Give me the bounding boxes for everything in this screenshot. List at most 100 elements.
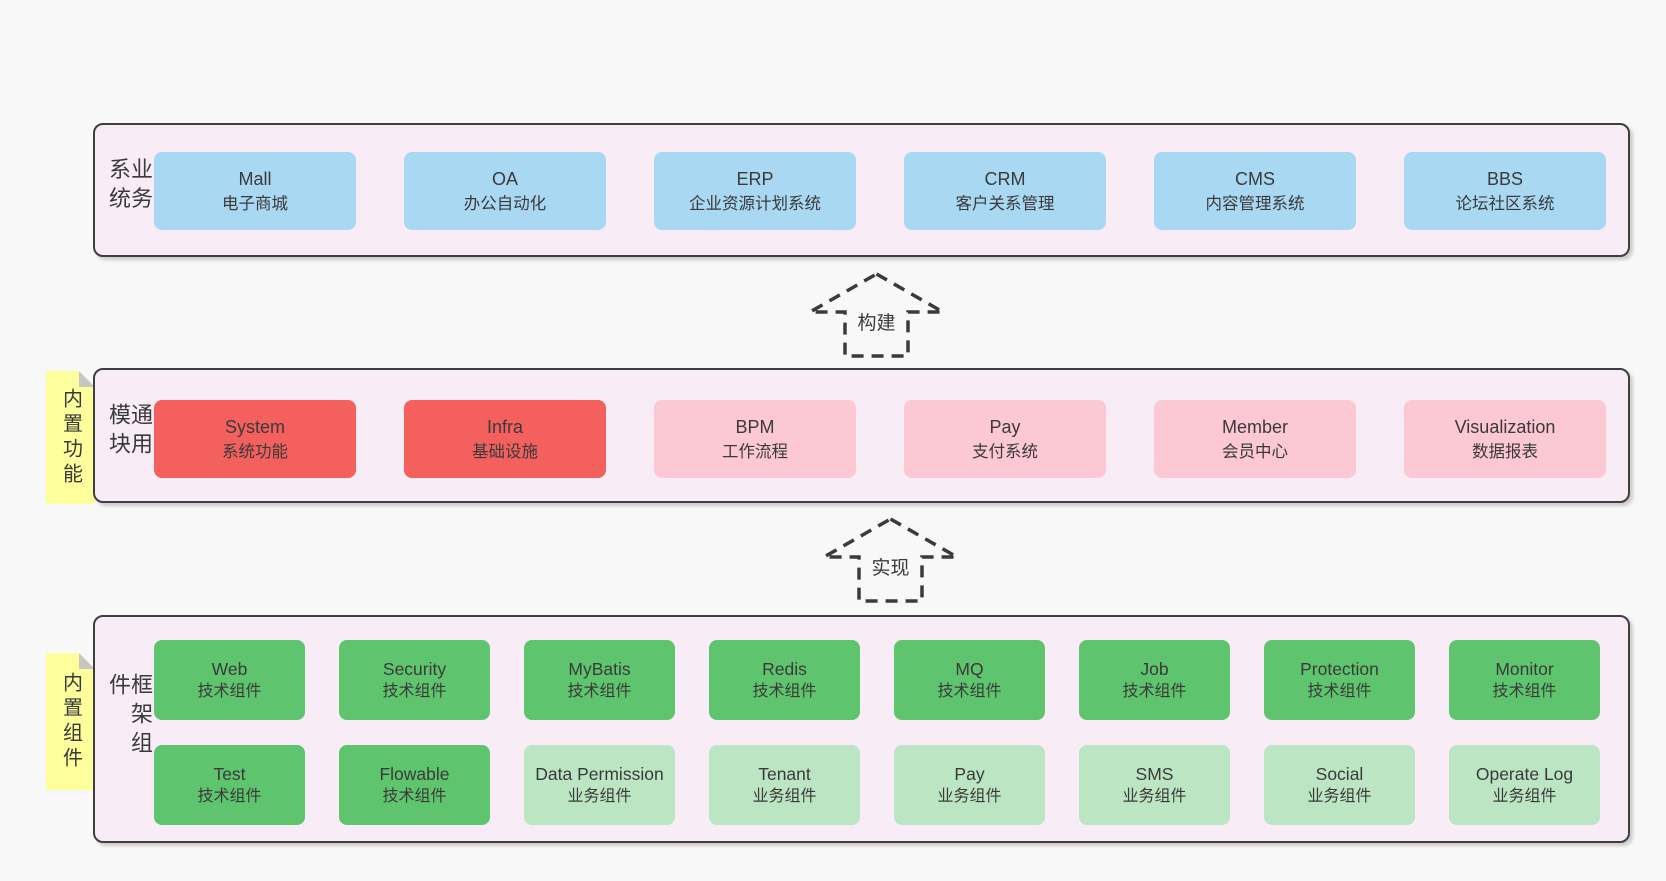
implement-arrow-label: 实现	[868, 553, 913, 580]
card-subtitle: 会员中心	[1222, 442, 1288, 461]
card-title: Member	[1221, 417, 1288, 438]
card-data-permission: Data Permission 业务组件	[524, 745, 675, 825]
card-title: Web	[211, 658, 248, 679]
build-arrow: 构建	[808, 272, 945, 358]
card-redis: Redis 技术组件	[709, 640, 860, 720]
card-title: Security	[382, 658, 447, 679]
card-sms: SMS 业务组件	[1079, 745, 1230, 825]
card-title: Test	[213, 763, 246, 784]
card-title: Mall	[238, 169, 272, 190]
sticky-note-label: 内置组件	[59, 671, 82, 772]
layer-common-modules: 通用模块 System 系统功能 Infra 基础设施 BPM 工作流程 Pay 支付系统 Me…	[93, 368, 1630, 503]
card-title: Pay	[954, 763, 985, 784]
implement-arrow: 实现	[822, 517, 959, 603]
card-title: MyBatis	[568, 658, 631, 679]
card-tenant: Tenant 业务组件	[709, 745, 860, 825]
sticky-note-label: 内置功能	[59, 387, 82, 488]
card-subtitle: 基础设施	[472, 442, 538, 461]
card-oa: OA 办公自动化	[404, 152, 606, 230]
card-title: Redis	[762, 658, 807, 679]
card-title: System	[224, 417, 285, 438]
card-title: Protection	[1300, 658, 1379, 679]
card-subtitle: 业务组件	[937, 787, 1002, 805]
card-subtitle: 业务组件	[752, 787, 817, 805]
card-mq: MQ 技术组件	[894, 640, 1045, 720]
business-systems-row: Mall 电子商城 OA 办公自动化 ERP 企业资源计划系统 CRM 客户关系管理 CMS 内容…	[154, 152, 1606, 230]
card-title: Infra	[486, 417, 524, 438]
card-subtitle: 企业资源计划系统	[689, 194, 821, 213]
card-subtitle: 论坛社区系统	[1455, 194, 1555, 213]
card-system: System 系统功能	[154, 400, 356, 478]
card-title: Flowable	[379, 763, 450, 784]
card-title: BPM	[735, 417, 775, 438]
card-subtitle: 技术组件	[197, 682, 262, 700]
card-security: Security 技术组件	[339, 640, 490, 720]
card-subtitle: 技术组件	[382, 682, 447, 700]
card-subtitle: 技术组件	[1122, 682, 1187, 700]
card-title: CMS	[1235, 169, 1275, 190]
card-pay: Pay 支付系统	[904, 400, 1106, 478]
card-subtitle: 业务组件	[1122, 787, 1187, 805]
card-pay: Pay 业务组件	[894, 745, 1045, 825]
card-job: Job 技术组件	[1079, 640, 1230, 720]
card-crm: CRM 客户关系管理	[904, 152, 1106, 230]
card-subtitle: 技术组件	[1307, 682, 1372, 700]
card-bpm: BPM 工作流程	[654, 400, 856, 478]
card-subtitle: 技术组件	[382, 787, 447, 805]
layer-title: 框架组件	[106, 673, 153, 760]
card-subtitle: 技术组件	[937, 682, 1002, 700]
card-title: Monitor	[1495, 658, 1554, 679]
card-title: ERP	[736, 169, 774, 190]
card-web: Web 技术组件	[154, 640, 305, 720]
card-subtitle: 支付系统	[972, 442, 1038, 461]
card-title: BBS	[1486, 169, 1524, 190]
card-title: Tenant	[758, 763, 811, 784]
card-title: Visualization	[1454, 417, 1556, 438]
card-subtitle: 业务组件	[567, 787, 632, 805]
card-test: Test 技术组件	[154, 745, 305, 825]
card-subtitle: 技术组件	[567, 682, 632, 700]
sticky-note-builtin-features: 内置功能	[46, 371, 95, 504]
card-protection: Protection 技术组件	[1264, 640, 1415, 720]
card-subtitle: 业务组件	[1307, 787, 1372, 805]
card-subtitle: 客户关系管理	[955, 194, 1055, 213]
card-title: MQ	[955, 658, 984, 679]
card-infra: Infra 基础设施	[404, 400, 606, 478]
card-title: Data Permission	[535, 763, 664, 784]
card-title: Social	[1315, 763, 1364, 784]
card-mall: Mall 电子商城	[154, 152, 356, 230]
card-subtitle: 工作流程	[722, 442, 788, 461]
card-bbs: BBS 论坛社区系统	[1404, 152, 1606, 230]
card-title: SMS	[1135, 763, 1174, 784]
card-erp: ERP 企业资源计划系统	[654, 152, 856, 230]
layer-title: 通用模块	[106, 402, 153, 461]
card-subtitle: 电子商城	[222, 194, 288, 213]
card-flowable: Flowable 技术组件	[339, 745, 490, 825]
build-arrow-label: 构建	[854, 308, 899, 335]
card-subtitle: 办公自动化	[463, 194, 547, 213]
card-member: Member 会员中心	[1154, 400, 1356, 478]
common-modules-row: System 系统功能 Infra 基础设施 BPM 工作流程 Pay 支付系统 Member 会…	[154, 400, 1606, 478]
card-title: CRM	[984, 169, 1026, 190]
card-subtitle: 技术组件	[752, 682, 817, 700]
sticky-note-builtin-components: 内置组件	[46, 653, 95, 790]
card-subtitle: 内容管理系统	[1205, 194, 1305, 213]
card-title: Job	[1140, 658, 1169, 679]
up-arrow-icon	[808, 272, 945, 358]
card-title: Pay	[989, 417, 1021, 438]
card-subtitle: 系统功能	[222, 442, 288, 461]
card-mybatis: MyBatis 技术组件	[524, 640, 675, 720]
card-subtitle: 业务组件	[1492, 787, 1557, 805]
card-subtitle: 技术组件	[197, 787, 262, 805]
up-arrow-icon	[822, 517, 959, 603]
card-title: OA	[491, 169, 518, 190]
